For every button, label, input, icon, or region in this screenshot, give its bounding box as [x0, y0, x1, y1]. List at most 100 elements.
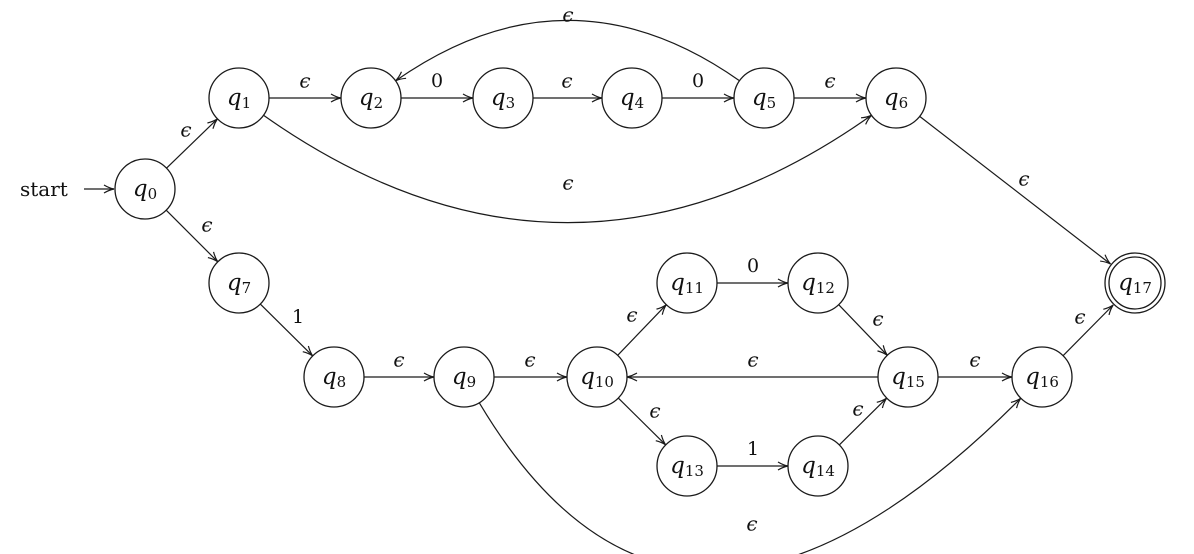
state-letter: q [359, 85, 374, 111]
state-q9: q9 [433, 346, 495, 408]
state-letter: q [452, 364, 467, 390]
state-circle-q0 [114, 158, 176, 220]
state-label-q8: q8 [322, 364, 346, 391]
state-q3: q3 [472, 67, 534, 129]
state-q6: q6 [865, 67, 927, 129]
transition-q7-q8 [259, 303, 314, 357]
state-q7: q7 [208, 252, 270, 314]
state-circle-q15 [877, 346, 939, 408]
transition-q5-q2 [395, 19, 740, 82]
state-letter: q [227, 270, 242, 296]
transition-label-q3-q4: ϵ [561, 69, 572, 93]
state-circle-q1 [208, 67, 270, 129]
transition-label-q2-q3: 0 [431, 70, 443, 92]
state-label-q15: q15 [891, 364, 925, 391]
transition-label-q6-q17: ϵ [1018, 167, 1029, 191]
transition-label-q9-q10: ϵ [524, 348, 535, 372]
transition-q0-q1 [166, 118, 218, 169]
state-index: 10 [595, 373, 614, 391]
state-circle-q9 [433, 346, 495, 408]
state-index: 11 [685, 279, 704, 297]
state-q11: q11 [656, 252, 718, 314]
state-index: 17 [1133, 279, 1152, 297]
transition-q6-q17 [919, 115, 1111, 265]
state-index: 6 [899, 94, 909, 112]
transition-label-q10-q11: ϵ [626, 303, 637, 327]
state-label-q17: q17 [1118, 270, 1152, 297]
transition-label-q13-q14: 1 [747, 438, 759, 460]
state-label-q11: q11 [670, 270, 704, 297]
state-label-q0: q0 [133, 176, 157, 203]
state-q14: q14 [787, 435, 849, 497]
state-circle-q7 [208, 252, 270, 314]
state-index: 14 [816, 462, 835, 480]
state-letter: q [884, 85, 899, 111]
transition-label-q8-q9: ϵ [393, 348, 404, 372]
state-circle-q4 [601, 67, 663, 129]
state-letter: q [801, 453, 816, 479]
accepting-ring-q17 [1108, 256, 1162, 310]
state-circle-q13 [656, 435, 718, 497]
state-letter: q [580, 364, 595, 390]
state-letter: q [133, 176, 148, 202]
state-index: 13 [685, 462, 704, 480]
state-q15: q15 [877, 346, 939, 408]
transition-label-q1-q6: ϵ [562, 171, 573, 195]
transition-label-q11-q12: 0 [747, 255, 759, 277]
transition-label-q15-q16: ϵ [969, 348, 980, 372]
state-circle-q16 [1011, 346, 1073, 408]
state-index: 12 [816, 279, 835, 297]
transition-label-q5-q6: ϵ [824, 69, 835, 93]
transition-q12-q15 [838, 304, 888, 356]
transition-q10-q11 [617, 304, 667, 356]
state-label-q13: q13 [670, 453, 704, 480]
state-letter: q [670, 270, 685, 296]
state-circle-q3 [472, 67, 534, 129]
transition-label-q4-q5: 0 [692, 70, 704, 92]
transition-q9-q16 [478, 397, 1022, 554]
state-circle-q8 [303, 346, 365, 408]
transition-q10-q13 [617, 397, 667, 446]
state-q5: q5 [733, 67, 795, 129]
state-label-q5: q5 [752, 85, 776, 112]
state-q12: q12 [787, 252, 849, 314]
state-index: 8 [337, 373, 347, 391]
state-index: 5 [767, 94, 777, 112]
transition-q0-q7 [165, 209, 219, 263]
state-circle-q10 [566, 346, 628, 408]
state-circle-q17 [1104, 252, 1166, 314]
state-index: 16 [1040, 373, 1059, 391]
state-letter: q [1025, 364, 1040, 390]
transition-label-q9-q16: ϵ [746, 512, 757, 536]
start-label: start [20, 177, 68, 201]
state-q0: q0 [114, 158, 176, 220]
state-q10: q10 [566, 346, 628, 408]
transition-label-q0-q7: ϵ [201, 213, 212, 237]
state-index: 2 [374, 94, 384, 112]
transition-q14-q15 [838, 397, 888, 446]
state-label-q3: q3 [491, 85, 515, 112]
state-index: 15 [906, 373, 925, 391]
transition-label-q14-q15: ϵ [852, 397, 863, 421]
state-label-q12: q12 [801, 270, 835, 297]
state-circle-q2 [340, 67, 402, 129]
state-circle-q14 [787, 435, 849, 497]
state-index: 9 [467, 373, 477, 391]
state-label-q10: q10 [580, 364, 614, 391]
state-label-q16: q16 [1025, 364, 1059, 391]
state-q8: q8 [303, 346, 365, 408]
state-letter: q [801, 270, 816, 296]
state-letter: q [752, 85, 767, 111]
state-q13: q13 [656, 435, 718, 497]
state-letter: q [491, 85, 506, 111]
transition-label-q1-q2: ϵ [299, 69, 310, 93]
state-index: 3 [506, 94, 516, 112]
state-label-q1: q1 [227, 85, 251, 112]
state-circle-q11 [656, 252, 718, 314]
state-letter: q [670, 453, 685, 479]
state-letter: q [322, 364, 337, 390]
transition-label-q7-q8: 1 [292, 306, 304, 328]
state-q1: q1 [208, 67, 270, 129]
transition-label-q0-q1: ϵ [180, 118, 191, 142]
